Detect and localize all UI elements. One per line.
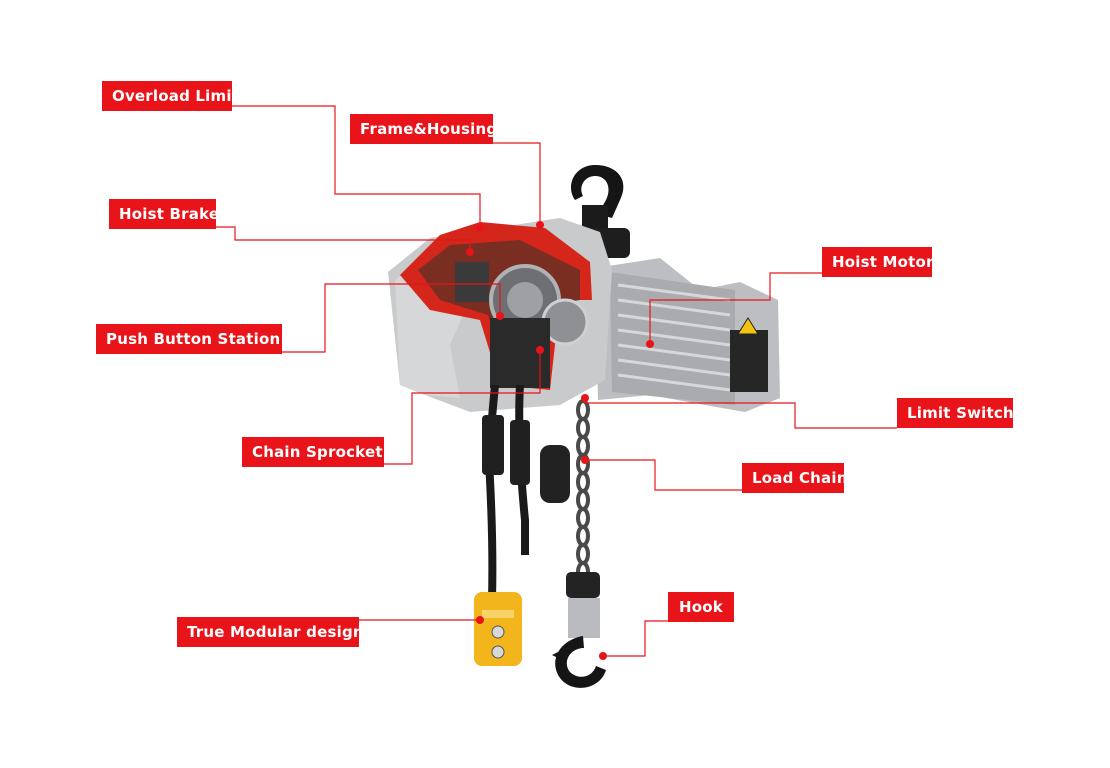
pendant-control (474, 592, 522, 666)
leader-hook (605, 620, 668, 657)
leader-chain-sprocket (384, 352, 541, 465)
label-overload-limit: Overload Limit (102, 81, 239, 111)
leader-load-chain (585, 459, 742, 491)
hoist-motor-body (595, 258, 780, 412)
load-chain-drawing (540, 399, 590, 583)
pendant-cable (482, 384, 530, 601)
label-hook: Hook (668, 592, 734, 622)
leader-dots (466, 221, 654, 660)
label-limit-switch: Limit Switch (897, 398, 1014, 428)
leader-push-button-station (282, 283, 501, 353)
label-push-button-station: Push Button Station (96, 324, 282, 354)
label-true-modular-design: True Modular design (177, 617, 364, 647)
leader-frame-housing (493, 142, 541, 222)
bottom-hook (552, 572, 606, 688)
leader-lines (216, 105, 897, 657)
label-hoist-motor: Hoist Motor (822, 247, 933, 277)
leader-hoist-brake (216, 226, 471, 250)
leader-hoist-motor (649, 272, 822, 342)
label-load-chain: Load Chain (742, 463, 847, 493)
leader-overload-limit (232, 105, 481, 225)
label-chain-sprocket: Chain Sprocket (242, 437, 384, 467)
label-hoist-brake: Hoist Brake (109, 199, 219, 229)
label-frame-housing: Frame&Housing (350, 114, 497, 144)
leader-limit-switch (584, 398, 897, 429)
